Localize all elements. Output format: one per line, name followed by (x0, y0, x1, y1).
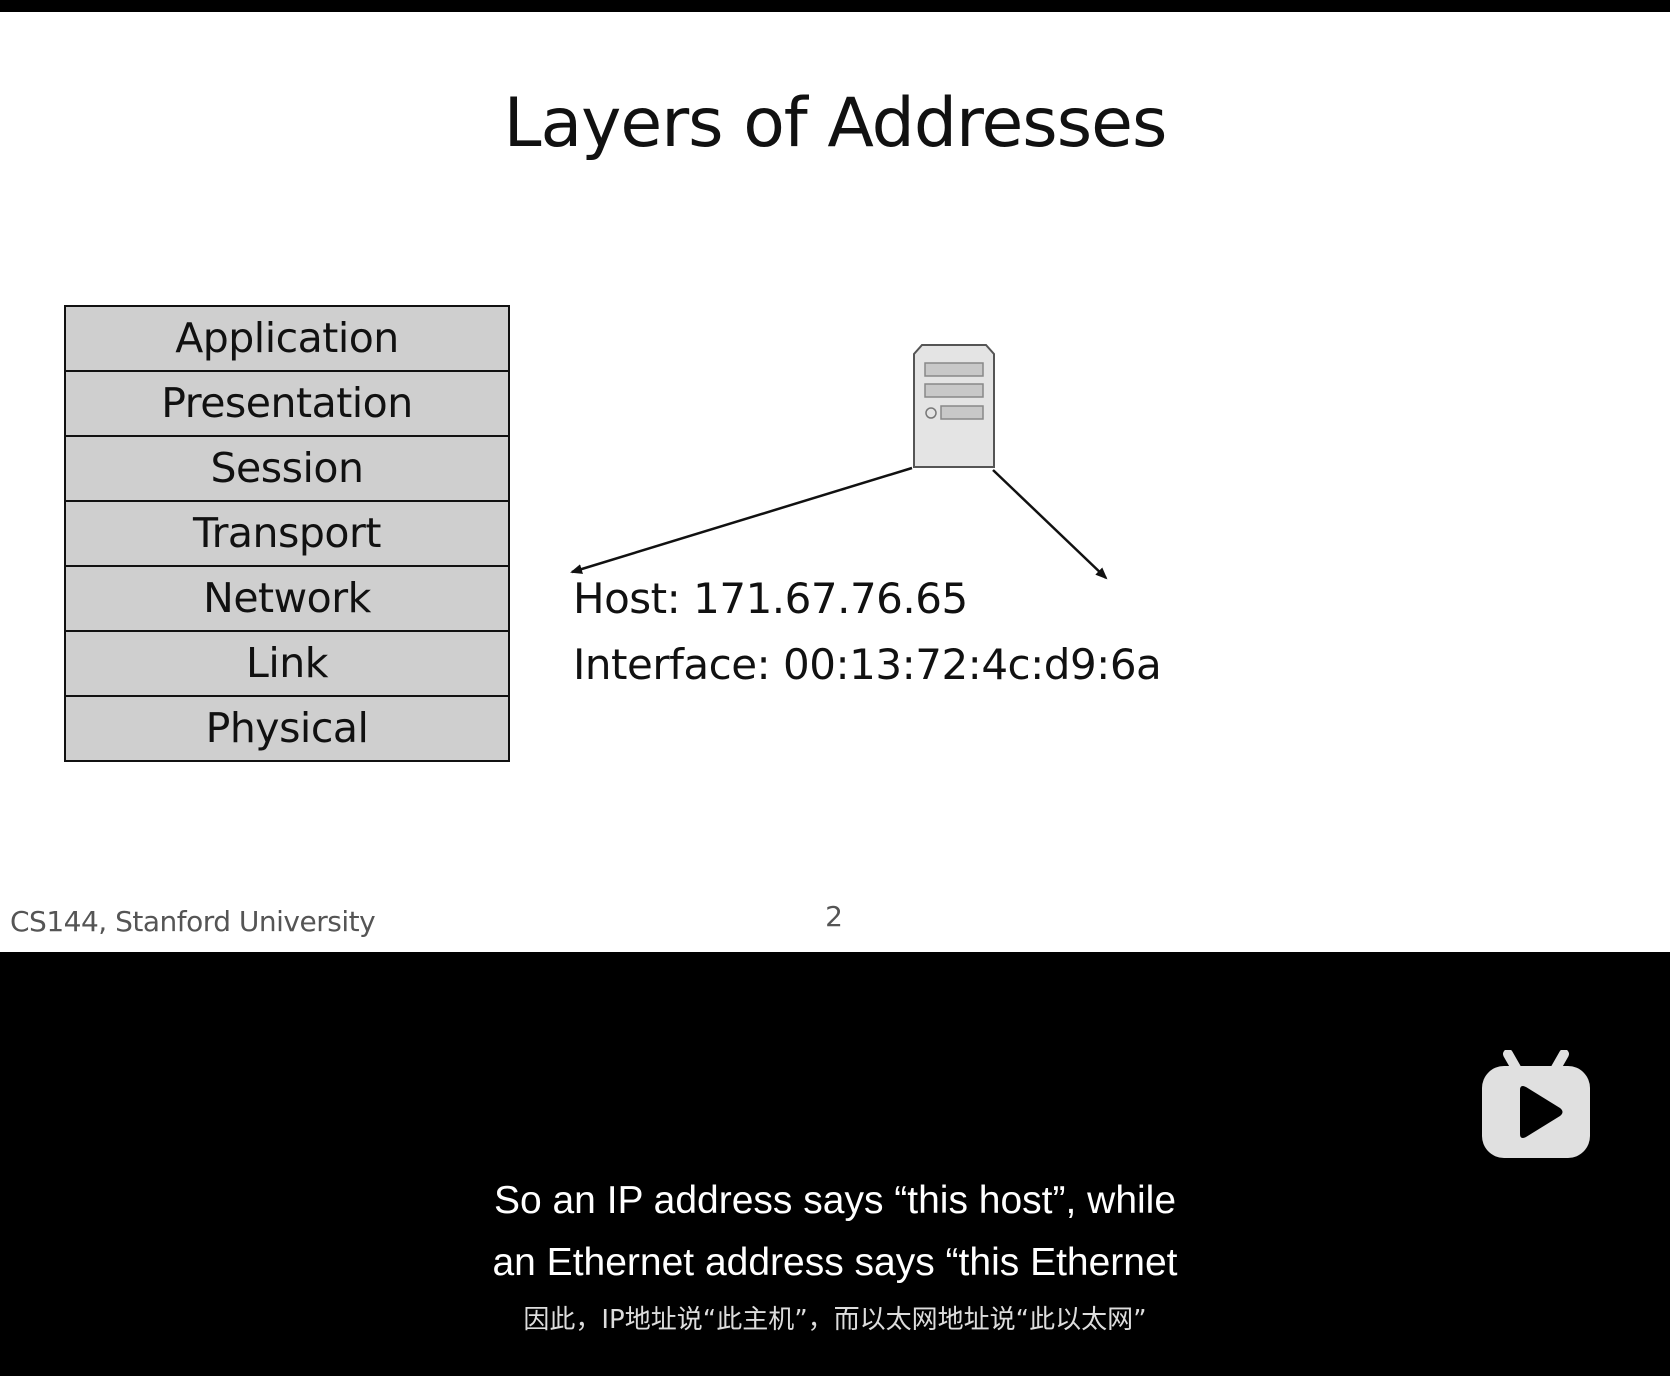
tv-play-logo-icon[interactable] (1480, 1050, 1592, 1160)
subtitle-panel: So an IP address says “this host”, while… (0, 1170, 1670, 1342)
layer-link: Link (66, 632, 508, 697)
slide-title: Layers of Addresses (503, 84, 1168, 163)
layer-presentation: Presentation (66, 372, 508, 437)
slide: Layers of Addresses Application Presenta… (0, 12, 1670, 952)
subtitle-line-1: So an IP address says “this host”, while (493, 1179, 1177, 1222)
subtitle-chinese: 因此，IP地址说“此主机”，而以太网地址说“此以太网” (523, 1305, 1147, 1335)
host-address: Host: 171.67.76.65 (573, 574, 968, 623)
address-diagram (570, 344, 1108, 580)
interface-address: Interface: 00:13:72:4c:d9:6a (573, 640, 1162, 689)
layer-physical: Physical (66, 697, 508, 762)
slide-footer: CS144, Stanford University (10, 905, 376, 938)
page-number: 2 (825, 900, 843, 933)
layer-application: Application (66, 307, 508, 372)
layer-transport: Transport (66, 502, 508, 567)
interface-arrow (992, 469, 1108, 580)
subtitle-line-2: an Ethernet address says “this Ethernet (492, 1241, 1178, 1284)
layer-session: Session (66, 437, 508, 502)
host-arrow (570, 466, 913, 574)
server-icon (913, 344, 995, 468)
layer-network: Network (66, 567, 508, 632)
osi-layer-stack: Application Presentation Session Transpo… (64, 305, 510, 762)
